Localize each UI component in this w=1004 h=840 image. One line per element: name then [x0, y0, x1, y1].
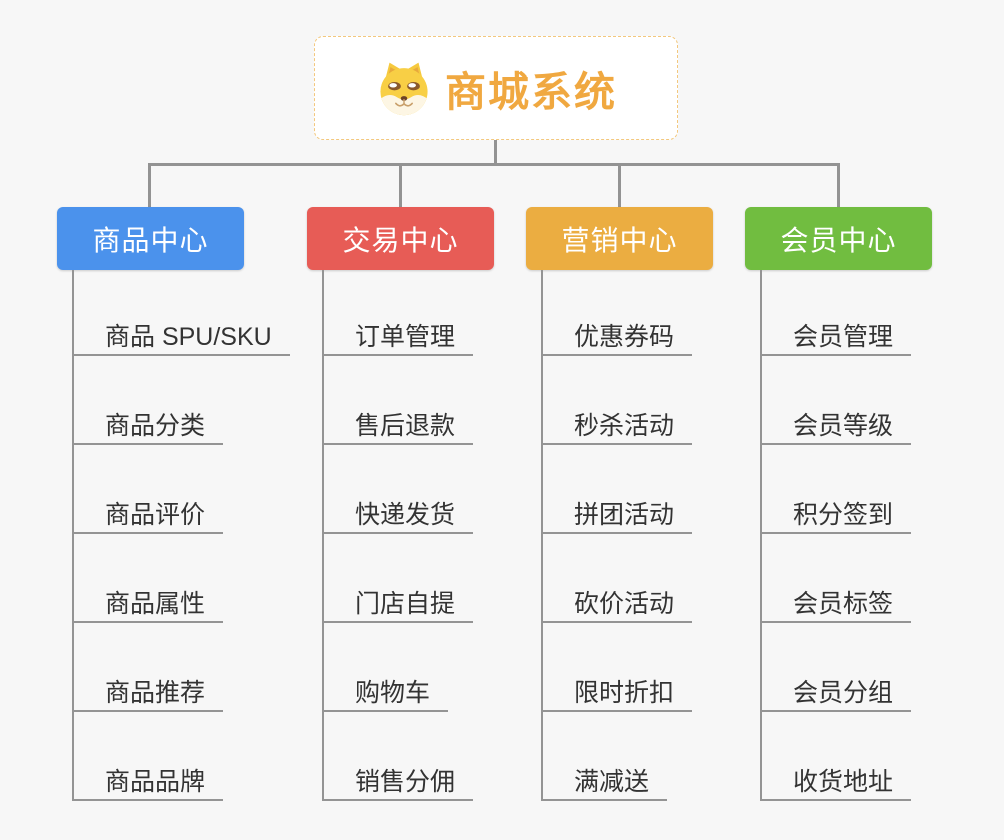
leaf-node[interactable]: 商品评价: [72, 490, 224, 534]
leaf-node-label: 会员分组: [793, 679, 894, 707]
branch-connector-line: [148, 165, 151, 207]
leaf-node-label: 商品分类: [105, 412, 206, 440]
leaf-node[interactable]: 销售分佣: [322, 757, 474, 801]
leaf-node[interactable]: 收货地址: [760, 757, 912, 801]
leaf-node[interactable]: 订单管理: [322, 312, 474, 356]
leaf-node-label: 拼团活动: [574, 501, 675, 529]
leaf-node[interactable]: 商品属性: [72, 579, 224, 623]
branch-connector-line: [618, 165, 621, 207]
branch-connector-line: [837, 165, 840, 207]
branch-connector-line: [399, 165, 402, 207]
leaf-node[interactable]: 门店自提: [322, 579, 474, 623]
leaf-node[interactable]: 购物车: [322, 668, 449, 712]
leaf-node[interactable]: 会员等级: [760, 401, 912, 445]
branch-vertical-line: [760, 270, 762, 801]
leaf-node-label: 会员管理: [793, 323, 894, 351]
leaf-node[interactable]: 快递发货: [322, 490, 474, 534]
leaf-node[interactable]: 会员管理: [760, 312, 912, 356]
leaf-node-label: 售后退款: [355, 412, 456, 440]
leaf-node-label: 商品品牌: [105, 768, 206, 796]
root-node[interactable]: 商城系统: [314, 36, 678, 140]
branch-column-0: 商品中心商品 SPU/SKU 商品分类商品评价商品属性商品推荐商品品牌: [57, 207, 307, 817]
leaf-node-label: 门店自提: [355, 590, 456, 618]
leaf-node[interactable]: 商品 SPU/SKU: [72, 312, 290, 356]
leaf-node[interactable]: 商品分类: [72, 401, 224, 445]
leaf-node-label: 优惠券码: [574, 323, 675, 351]
leaf-node-label: 满减送: [574, 768, 650, 796]
leaf-node-label: 会员标签: [793, 590, 894, 618]
branch-vertical-line: [72, 270, 74, 801]
branch-vertical-line: [322, 270, 324, 801]
leaf-node-label: 积分签到: [793, 501, 894, 529]
leaf-node-label: 收货地址: [793, 768, 894, 796]
branch-column-2: 营销中心优惠券码秒杀活动拼团活动砍价活动限时折扣满减送: [526, 207, 776, 817]
branch-node[interactable]: 商品中心: [57, 207, 244, 270]
branch-node[interactable]: 会员中心: [745, 207, 932, 270]
leaf-node-label: 限时折扣: [574, 679, 675, 707]
branch-column-1: 交易中心订单管理售后退款快递发货门店自提购物车销售分佣: [307, 207, 557, 817]
leaf-node[interactable]: 会员分组: [760, 668, 912, 712]
leaf-node-label: 会员等级: [793, 412, 894, 440]
branch-column-3: 会员中心会员管理会员等级积分签到会员标签会员分组收货地址: [745, 207, 995, 817]
leaf-node-label: 订单管理: [355, 323, 456, 351]
leaf-node[interactable]: 售后退款: [322, 401, 474, 445]
leaf-node[interactable]: 秒杀活动: [541, 401, 693, 445]
leaf-node[interactable]: 砍价活动: [541, 579, 693, 623]
shiba-dog-icon: [375, 59, 433, 117]
leaf-node-label: 购物车: [355, 679, 431, 707]
branch-node[interactable]: 营销中心: [526, 207, 713, 270]
leaf-node-label: 商品评价: [105, 501, 206, 529]
leaf-node[interactable]: 会员标签: [760, 579, 912, 623]
leaf-node[interactable]: 积分签到: [760, 490, 912, 534]
leaf-node[interactable]: 商品品牌: [72, 757, 224, 801]
leaf-node-label: 商品属性: [105, 590, 206, 618]
leaf-node[interactable]: 拼团活动: [541, 490, 693, 534]
leaf-node-label: 商品推荐: [105, 679, 206, 707]
horizontal-connector-line: [148, 163, 840, 166]
leaf-node[interactable]: 限时折扣: [541, 668, 693, 712]
leaf-node-label: 砍价活动: [574, 590, 675, 618]
leaf-node-label: 商品 SPU/SKU: [105, 323, 272, 351]
leaf-node[interactable]: 优惠券码: [541, 312, 693, 356]
branch-node[interactable]: 交易中心: [307, 207, 494, 270]
leaf-node-label: 销售分佣: [355, 768, 456, 796]
leaf-node[interactable]: 商品推荐: [72, 668, 224, 712]
root-connector-line: [494, 140, 497, 166]
root-node-title: 商城系统: [445, 69, 617, 115]
leaf-node[interactable]: 满减送: [541, 757, 668, 801]
branch-vertical-line: [541, 270, 543, 801]
leaf-node-label: 秒杀活动: [574, 412, 675, 440]
leaf-node-label: 快递发货: [355, 501, 456, 529]
